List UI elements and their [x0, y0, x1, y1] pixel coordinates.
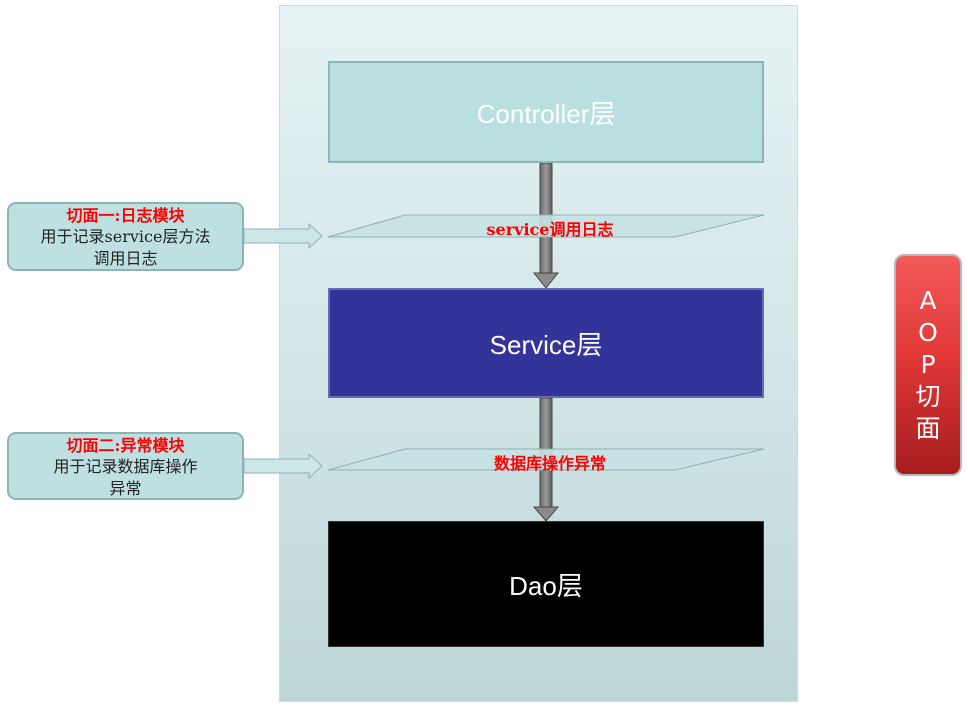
cut-plane-exception [327, 448, 765, 471]
note1-arrow [243, 222, 323, 250]
aspect-exception-desc-line1: 用于记录数据库操作 [53, 457, 198, 476]
note2-arrow [243, 452, 323, 480]
cut-plane-exception-label: 数据库操作异常 [493, 454, 606, 473]
dao-layer-box: Dao层 [328, 521, 764, 647]
aspect-exception-note: 切面二:异常模块 用于记录数据库操作 异常 [7, 432, 244, 500]
aop-aspect-badge: A O P 切 面 [894, 254, 962, 476]
aop-char: A [919, 286, 937, 315]
aop-char: P [920, 350, 936, 379]
aspect-log-title: 切面一:日志模块 [66, 206, 185, 225]
aspect-log-desc-line1: 用于记录service层方法 [40, 227, 211, 246]
aspect-log-note: 切面一:日志模块 用于记录service层方法 调用日志 [7, 202, 244, 271]
aspect-log-desc-line2: 调用日志 [93, 249, 158, 268]
controller-layer-label: Controller层 [476, 98, 616, 129]
service-layer-box: Service层 [328, 288, 764, 398]
cut-plane-log-label: service调用日志 [486, 220, 614, 239]
aspect-exception-title: 切面二:异常模块 [66, 436, 185, 455]
dao-layer-label: Dao层 [509, 570, 583, 601]
cut-plane-log [327, 214, 765, 238]
controller-layer-box: Controller层 [328, 61, 764, 163]
service-layer-label: Service层 [489, 329, 603, 360]
aop-char: 面 [915, 414, 941, 443]
aop-char: 切 [915, 382, 941, 411]
aop-char: O [918, 318, 938, 347]
aspect-exception-desc-line2: 异常 [109, 479, 142, 498]
